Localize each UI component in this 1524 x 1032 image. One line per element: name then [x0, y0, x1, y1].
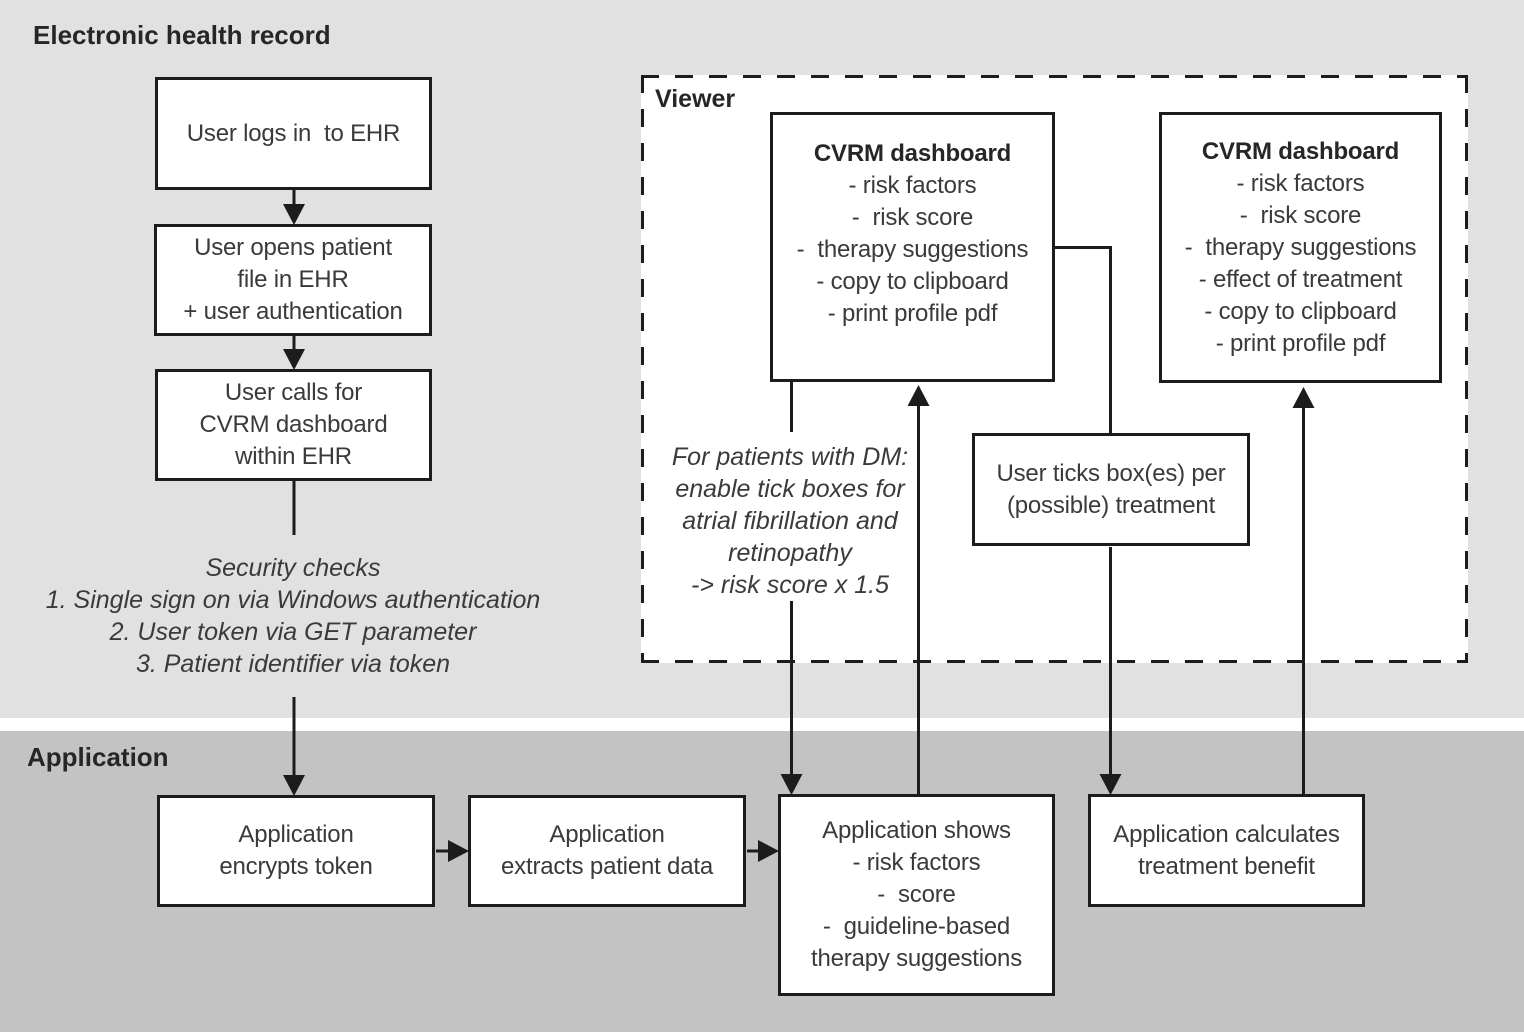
cvrm-dashboard-treatment-box: CVRM dashboard - risk factors - risk sco…	[1159, 112, 1442, 383]
box-text-line: within EHR	[235, 443, 352, 470]
box-text-line: - guideline-based	[822, 913, 1011, 940]
dashboard-item: - copy to clipboard	[1204, 297, 1397, 325]
application-calculates-benefit-box: Application calculates treatment benefit	[1088, 794, 1365, 907]
dashboard-item: - therapy suggestions	[796, 236, 1029, 263]
dashboard-item: - print profile pdf	[1215, 329, 1386, 357]
box-text-line: User calls for	[224, 379, 363, 406]
box-text-line: User logs in to EHR	[186, 119, 401, 147]
application-encrypts-token-box: Application encrypts token	[157, 795, 435, 907]
ehr-section-label: Electronic health record	[33, 20, 331, 50]
note-text-line: Security checks	[205, 554, 381, 582]
security-checks-note: Security checks 1. Single sign on via Wi…	[3, 552, 583, 680]
dashboard-item: - risk score	[851, 204, 974, 231]
note-text-line: enable tick boxes for	[675, 475, 905, 503]
box-text-line: treatment benefit	[1138, 852, 1315, 880]
dashboard-item: - copy to clipboard	[816, 268, 1009, 295]
box-text-line: therapy suggestions	[810, 945, 1022, 972]
application-shows-box: Application shows - risk factors - score…	[778, 794, 1055, 996]
note-text-line: 1. Single sign on via Windows authentica…	[45, 586, 541, 614]
dashboard-item: - print profile pdf	[827, 300, 998, 327]
dashboard-item: - risk factors	[848, 172, 977, 199]
box-text-line: User ticks box(es) per	[996, 459, 1226, 487]
box-text-line: CVRM dashboard	[199, 411, 388, 438]
application-extracts-data-box: Application extracts patient data	[468, 795, 746, 907]
dm-patients-note: For patients with DM: enable tick boxes …	[640, 441, 940, 601]
user-ticks-boxes-box: User ticks box(es) per (possible) treatm…	[972, 433, 1250, 546]
box-text-line: encrypts token	[219, 853, 373, 880]
box-text-line: Application shows	[822, 817, 1011, 844]
box-text-line: User opens patient	[194, 234, 392, 261]
note-text-line: -> risk score x 1.5	[691, 571, 889, 599]
box-text-line: file in EHR	[237, 266, 349, 293]
user-opens-patient-file-box: User opens patient file in EHR + user au…	[154, 224, 432, 336]
application-section-label: Application	[27, 742, 169, 772]
box-text-line: extracts patient data	[501, 853, 713, 880]
viewer-label: Viewer	[655, 85, 736, 113]
cvrm-dashboard-title: CVRM dashboard	[1201, 137, 1400, 165]
user-logs-in-box: User logs in to EHR	[155, 77, 432, 190]
box-text-line: Application	[549, 821, 665, 848]
box-text-line: + user authentication	[183, 298, 403, 325]
dashboard-item: - therapy suggestions	[1184, 233, 1417, 261]
box-text-line: (possible) treatment	[1006, 491, 1216, 519]
note-text-line: 2. User token via GET parameter	[109, 618, 477, 646]
box-text-line: - score	[877, 881, 956, 908]
box-text-line: Application	[238, 821, 354, 848]
note-text-line: retinopathy	[728, 539, 852, 567]
note-text-line: 3. Patient identifier via token	[135, 650, 451, 678]
cvrm-dashboard-title: CVRM dashboard	[813, 140, 1012, 167]
note-text-line: For patients with DM:	[671, 443, 909, 471]
dashboard-item: - risk factors	[1236, 169, 1365, 197]
user-calls-dashboard-box: User calls for CVRM dashboard within EHR	[155, 369, 432, 481]
cvrm-dashboard-initial-box: CVRM dashboard - risk factors - risk sco…	[770, 112, 1055, 382]
dashboard-item: - risk score	[1239, 201, 1362, 229]
dashboard-item: - effect of treatment	[1198, 265, 1403, 293]
box-text-line: - risk factors	[852, 849, 981, 876]
note-text-line: atrial fibrillation and	[682, 507, 898, 535]
box-text-line: Application calculates	[1113, 820, 1340, 848]
